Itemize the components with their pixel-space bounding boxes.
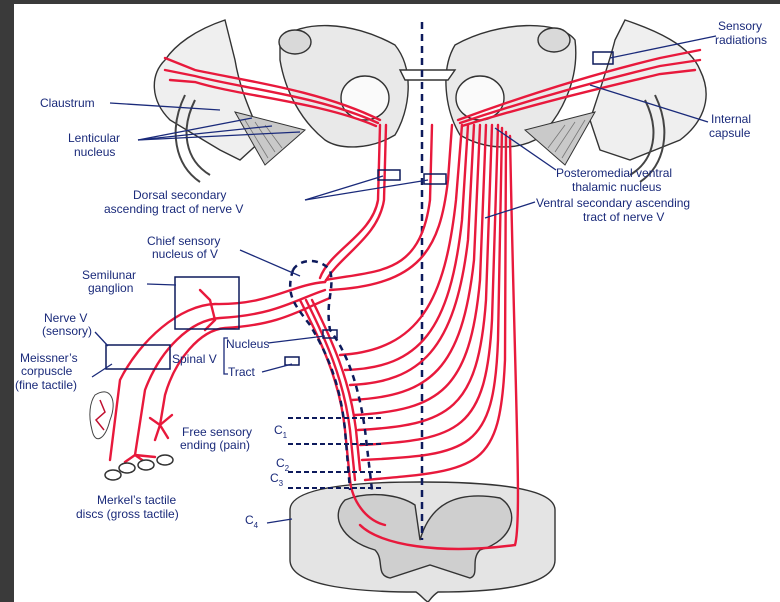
label-internal-capsule-1: Internal (711, 112, 751, 126)
label-dorsal-tract-1: Dorsal secondary (133, 188, 226, 202)
label-pmv-2: thalamic nucleus (572, 180, 661, 194)
label-free-ending-1: Free sensory (182, 425, 252, 439)
label-chief-sensory-1: Chief sensory (147, 234, 220, 248)
label-claustrum: Claustrum (40, 96, 95, 110)
leader-meissner (92, 364, 112, 377)
label-spinal-v: Spinal V (172, 352, 217, 366)
label-semilunar-1: Semilunar (82, 268, 136, 282)
label-c3: C3 (270, 471, 284, 488)
label-meissner-3: (fine tactile) (15, 378, 77, 392)
ganglion-fibers (200, 290, 215, 330)
label-c4: C4 (245, 513, 259, 530)
leader-nucleus (268, 336, 325, 343)
label-sensory-radiations-1: Sensory (718, 19, 762, 33)
right-ventricle (456, 76, 504, 120)
leader-semilunar (147, 284, 176, 285)
label-ventral-tract-1: Ventral secondary ascending (536, 196, 690, 210)
label-c1: C1 (274, 423, 288, 440)
label-nerve-v-2: (sensory) (42, 324, 92, 338)
ventral-fiber-3 (340, 125, 462, 355)
dorsal-tract-fiber-1 (320, 125, 380, 278)
label-internal-capsule-2: capsule (709, 126, 751, 140)
ventral-fiber-5 (350, 125, 474, 385)
left-knob (279, 30, 311, 54)
leader-c4 (267, 519, 292, 523)
leader-chief-sensory (240, 250, 300, 276)
third-ventricle (400, 70, 455, 80)
label-nucleus: Nucleus (226, 337, 269, 351)
label-pmv-1: Posteromedial ventral (556, 166, 672, 180)
label-semilunar-2: ganglion (88, 281, 133, 295)
label-meissner-1: Meissner’s (20, 351, 78, 365)
ventral-fiber-10 (362, 128, 502, 460)
leader-ventral (485, 202, 535, 218)
leader-tract (262, 364, 292, 372)
label-tract: Tract (228, 365, 256, 379)
label-dorsal-tract-2: ascending tract of nerve V (104, 202, 243, 216)
leader-nerve-v (95, 332, 108, 346)
label-lenticular-1: Lenticular (68, 131, 120, 145)
label-nerve-v-1: Nerve V (44, 311, 87, 325)
right-knob (538, 28, 570, 52)
leader-dorsal-2 (305, 180, 428, 200)
label-meissner-2: corpuscle (21, 364, 73, 378)
label-chief-sensory-2: nucleus of V (152, 247, 218, 261)
label-merkel-2: discs (gross tactile) (76, 507, 179, 521)
brain-outline (154, 20, 706, 160)
label-merkel-1: Merkel’s tactile (97, 493, 176, 507)
label-lenticular-2: nucleus (74, 145, 115, 159)
label-sensory-radiations-2: radiations (715, 33, 767, 47)
label-free-ending-2: ending (pain) (180, 438, 250, 452)
leader-dorsal-1 (305, 176, 383, 200)
label-ventral-tract-2: tract of nerve V (583, 210, 664, 224)
meissner-corpuscle (90, 392, 113, 439)
